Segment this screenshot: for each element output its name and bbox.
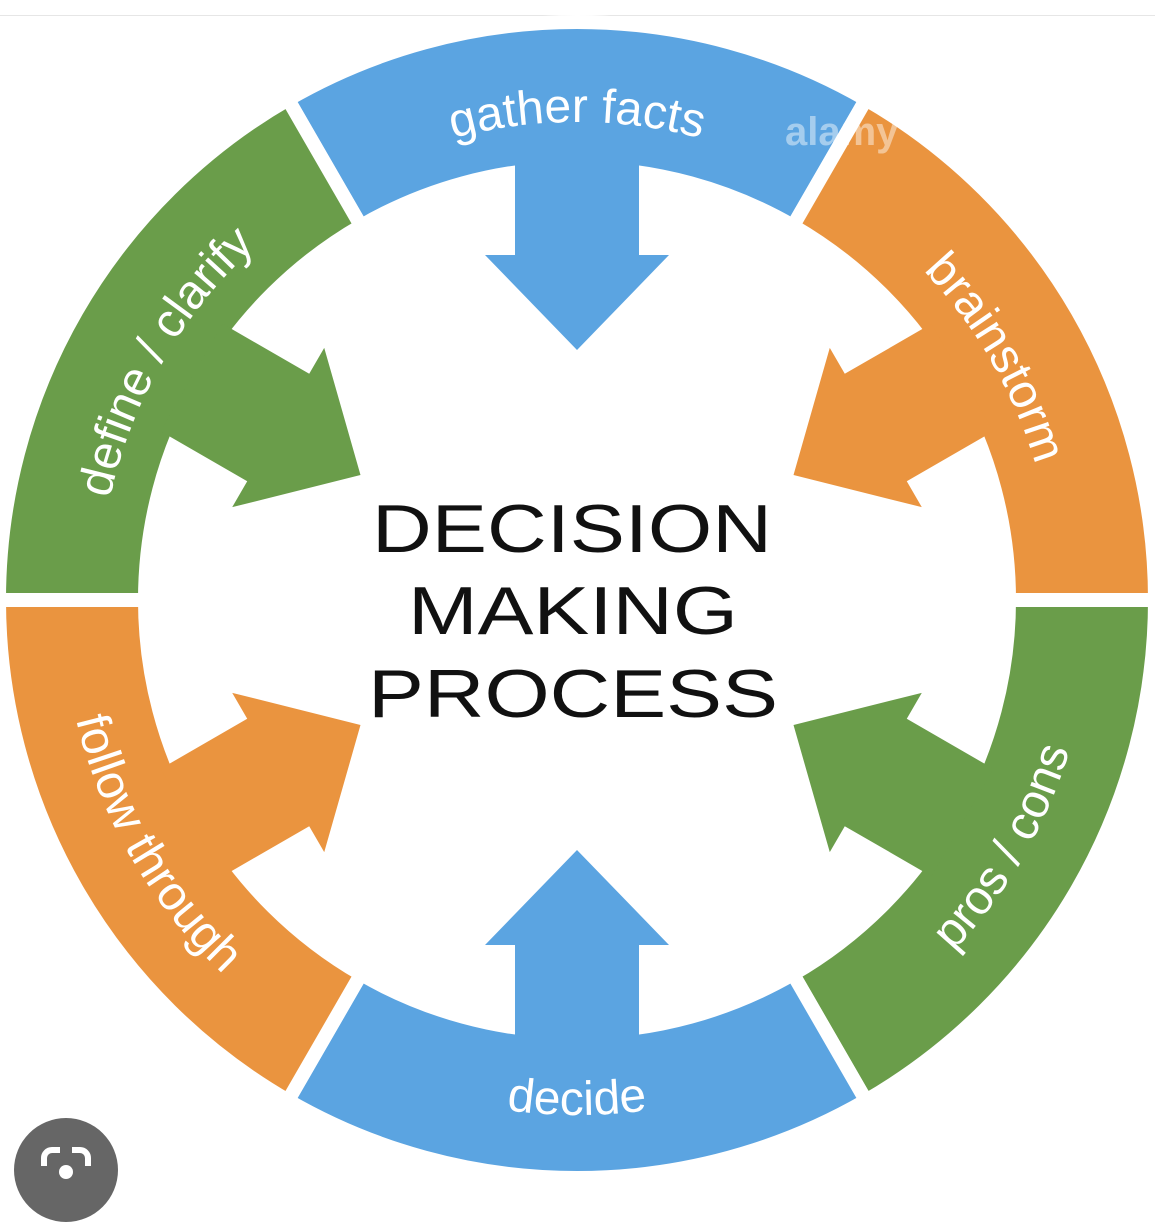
title-line-3: PROCESS — [368, 656, 778, 732]
segment-label-text: decide — [505, 1069, 649, 1127]
title-line-2: MAKING — [408, 573, 738, 649]
segment-define-clarify — [0, 89, 371, 607]
arrow-pros-cons — [793, 692, 994, 877]
arrow-gather-facts — [485, 155, 669, 350]
segment-pros-cons — [783, 593, 1155, 1111]
arrow-follow-through — [160, 692, 361, 877]
arrow-define-clarify — [160, 323, 361, 508]
segment-follow-through — [0, 593, 371, 1111]
visual-search-icon[interactable] — [14, 1118, 118, 1222]
arrow-decide — [485, 850, 669, 1045]
arrow-brainstorm — [793, 323, 994, 508]
title-line-1: DECISION — [372, 491, 772, 567]
watermark: alamy — [785, 110, 899, 154]
segment-label: decide — [505, 1069, 649, 1127]
